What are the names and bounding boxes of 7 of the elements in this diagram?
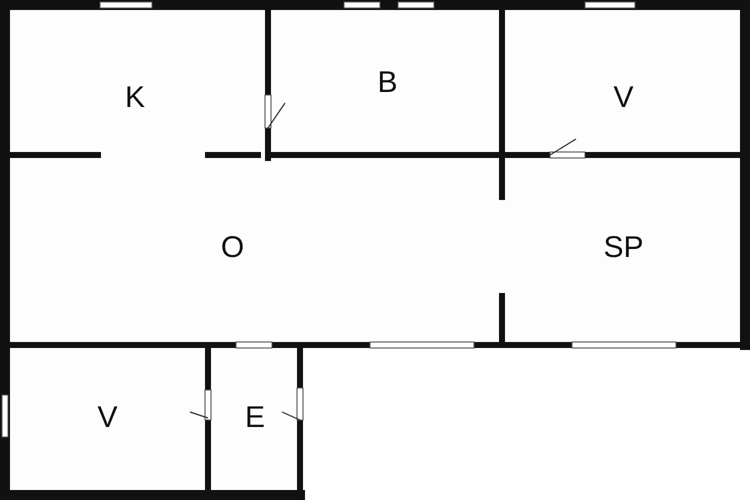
room-label: V bbox=[613, 80, 634, 114]
room-label: K bbox=[124, 80, 145, 114]
room-label: V bbox=[97, 400, 118, 434]
room-label: O bbox=[220, 230, 244, 264]
room-label: B bbox=[377, 66, 398, 100]
room-label: E bbox=[244, 400, 265, 434]
room-label: SP bbox=[603, 230, 644, 264]
